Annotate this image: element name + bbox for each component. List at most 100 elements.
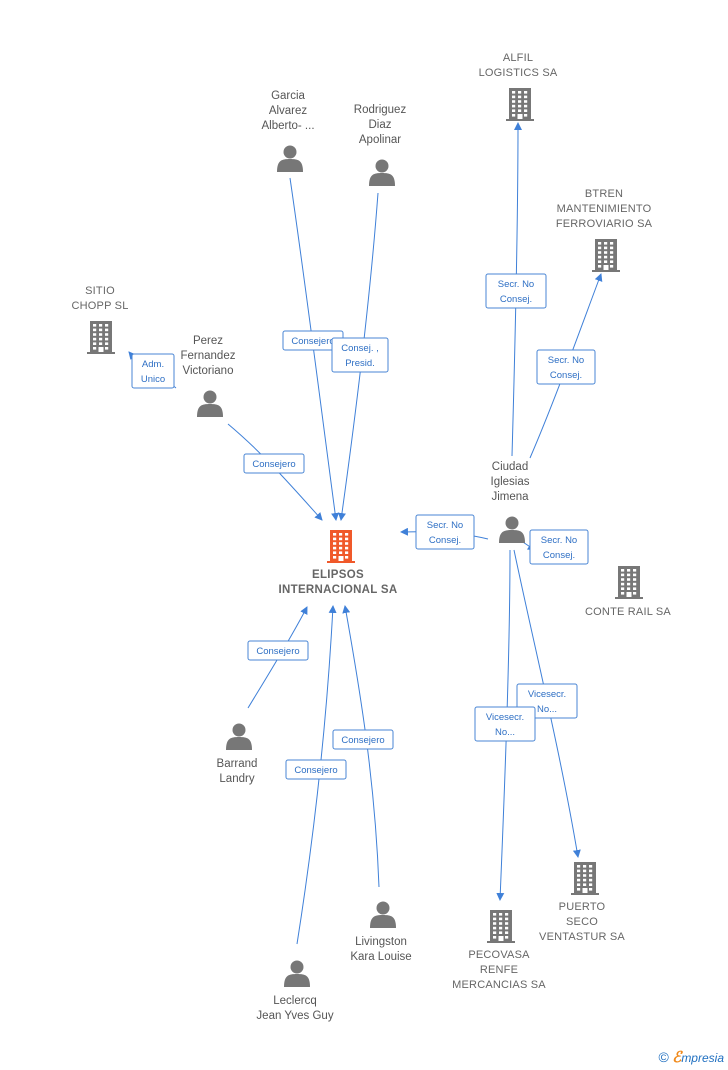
person-icon [277, 145, 303, 172]
edge-label-box [247, 640, 309, 661]
edge-label-text: Consej. [429, 535, 461, 546]
building-icon [615, 566, 643, 599]
building-icon [506, 88, 534, 121]
node-label: Livingston [355, 936, 407, 948]
edge-label-text: Vicesecr. [528, 689, 566, 700]
edge-label-text: Consej. [543, 550, 575, 561]
node-label: PECOVASA [468, 949, 530, 961]
edge-label-text: Consejero [256, 646, 299, 657]
node-label: Jean Yves Guy [256, 1010, 333, 1022]
node-label: MANTENIMIENTO [557, 203, 652, 215]
node-label: RENFE [480, 964, 518, 976]
edge-label-rodriguez-elipsos[interactable]: Consej. , Presid. [331, 337, 389, 373]
node-label: SITIO [85, 285, 115, 297]
edge-label-text: Secr. No [541, 535, 577, 546]
person-icon [369, 159, 395, 186]
edge-label-ciudad-elipsos[interactable]: Secr. No Consej. [415, 514, 475, 550]
edge-label-text: No... [495, 727, 515, 738]
company-node-btren[interactable]: BTREN MANTENIMIENTO FERROVIARIO SA [556, 188, 653, 272]
edge-label-text: Consejero [291, 336, 334, 347]
edge-label-text: Presid. [345, 358, 375, 369]
person-node-garcia[interactable]: GarciaAlvarezAlberto- ... [261, 90, 315, 172]
edge-label-text: Consejero [341, 735, 384, 746]
node-label: Jimena [491, 491, 529, 503]
node-label: FERROVIARIO SA [556, 218, 653, 230]
node-label: MERCANCIAS SA [452, 979, 546, 991]
edge-label-ciudad-pecovasa[interactable]: Vicesecr. No... [474, 706, 536, 742]
edge-label-perez-sitio[interactable]: Adm. Unico [131, 353, 175, 389]
edge-label-text: Secr. No [548, 355, 584, 366]
edge-label-box [485, 273, 547, 309]
building-icon [571, 862, 599, 895]
company-node-pecovasa[interactable]: PECOVASA RENFE MERCANCIAS SA [452, 910, 546, 991]
edge-label-text: Vicesecr. [486, 712, 524, 723]
company-node-sitio[interactable]: SITIO CHOPP SL [71, 285, 128, 354]
footer-brand[interactable]: © ℰmpresia [659, 1048, 724, 1066]
node-label: Fernandez [181, 350, 236, 362]
node-label: CHOPP SL [71, 300, 128, 312]
person-icon [197, 390, 223, 417]
building-icon [592, 239, 620, 272]
node-label: Garcia [271, 90, 305, 102]
edge-label-text: Unico [141, 374, 165, 385]
edge-label-text: Consej. [500, 294, 532, 305]
edge-label-text: Adm. [142, 359, 164, 370]
edge-label-livingston-elipsos[interactable]: Consejero [332, 729, 394, 750]
node-label: ELIPSOS [312, 569, 364, 581]
edge-label-ciudad-alfil[interactable]: Secr. No Consej. [485, 273, 547, 309]
node-label: Landry [219, 773, 254, 785]
edge-label-box [332, 729, 394, 750]
brand-logo-text: mpresia [681, 1051, 724, 1065]
edge-label-text: Consejero [252, 459, 295, 470]
node-label: CONTE RAIL SA [585, 606, 671, 618]
edge-label-text: Secr. No [498, 279, 534, 290]
node-label: PUERTO [559, 901, 606, 913]
person-icon [370, 901, 396, 928]
company-node-alfil[interactable]: ALFIL LOGISTICS SA [479, 52, 558, 121]
node-label: SECO [566, 916, 598, 928]
person-icon [226, 723, 252, 750]
edge-label-text: Consej. , [341, 343, 379, 354]
person-icon [284, 960, 310, 987]
edge-label-leclercq-elipsos[interactable]: Consejero [285, 759, 347, 780]
edge-label-text: No... [537, 704, 557, 715]
node-label: Barrand [217, 758, 258, 770]
edge-label-box [331, 337, 389, 373]
edge-label-box [415, 514, 475, 550]
edge-label-box [243, 453, 305, 474]
node-label: LOGISTICS SA [479, 67, 558, 79]
copyright-symbol: © [658, 1049, 669, 1065]
node-label: Leclercq [273, 995, 316, 1007]
node-label: Iglesias [491, 476, 530, 488]
node-label: Ciudad [492, 461, 528, 473]
company-node-elipsos[interactable]: ELIPSOS INTERNACIONAL SA [279, 530, 398, 596]
edge-label-box [474, 706, 536, 742]
node-label: BTREN [585, 188, 623, 200]
node-label: ALFIL [503, 52, 533, 64]
node-label: Victoriano [183, 365, 234, 377]
edge-label-ciudad-conte[interactable]: Secr. No Consej. [529, 529, 589, 565]
edge-label-box [131, 353, 175, 389]
node-label: Diaz [368, 119, 391, 131]
company-node-conte[interactable]: CONTE RAIL SA [585, 566, 671, 618]
person-icon [499, 516, 525, 543]
node-label: INTERNACIONAL SA [279, 584, 398, 596]
edge-label-text: Secr. No [427, 520, 463, 531]
building-icon [87, 321, 115, 354]
edge-label-perez-elipsos[interactable]: Consejero [243, 453, 305, 474]
node-label: Rodriguez [354, 104, 407, 116]
edge-label-box [529, 529, 589, 565]
brand-logo-initial: ℰ [672, 1049, 682, 1066]
edge-label-barrand-elipsos[interactable]: Consejero [247, 640, 309, 661]
building-icon [327, 530, 355, 563]
edge-label-box [285, 759, 347, 780]
